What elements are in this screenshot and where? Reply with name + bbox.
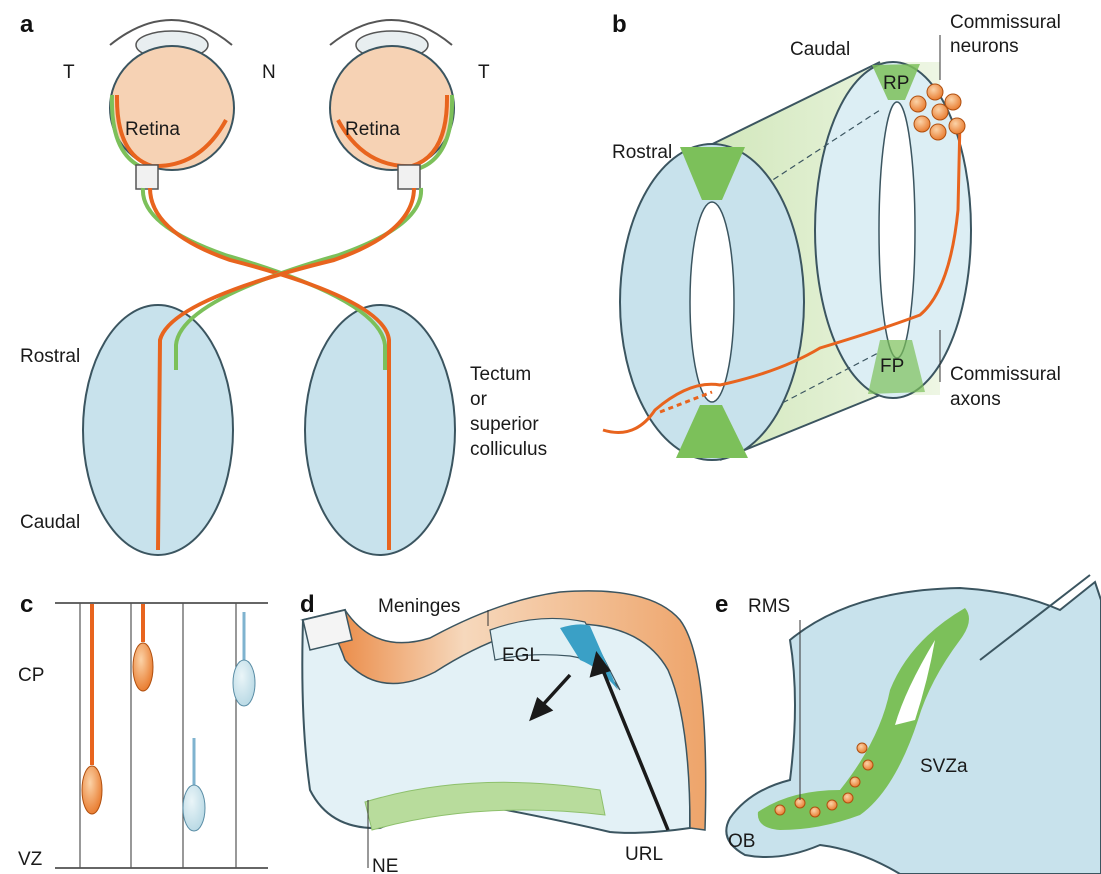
label-caudal-b: Caudal: [790, 39, 850, 60]
label-tectum-line4: colliculus: [470, 439, 547, 460]
label-caudal-a: Caudal: [20, 512, 80, 533]
label-cp: CP: [18, 665, 44, 686]
panel-b-letter: b: [612, 11, 627, 38]
migrating-neurons: [82, 604, 255, 831]
label-tectum-line1: Tectum: [470, 364, 531, 385]
label-nasal: N: [262, 62, 276, 83]
rostral-section: [620, 144, 804, 460]
left-eye: [110, 20, 234, 189]
label-temporal-left: T: [63, 62, 75, 83]
label-rostral-b: Rostral: [612, 142, 672, 163]
right-eye: [330, 20, 454, 189]
label-rms: RMS: [748, 596, 790, 617]
label-svza: SVZa: [920, 756, 968, 777]
label-axons-line2: axons: [950, 389, 1001, 410]
right-tectum: [305, 305, 455, 555]
label-retina-left: Retina: [125, 119, 180, 140]
panel-d: d Meninges EGL NE URL: [300, 591, 706, 874]
label-rp: RP: [883, 73, 909, 94]
label-neurons-line1: Commissural: [950, 12, 1061, 33]
label-temporal-right: T: [478, 62, 490, 83]
label-tectum-line3: superior: [470, 414, 539, 435]
label-tectum-line2: or: [470, 389, 488, 410]
panel-b: b: [603, 11, 1061, 460]
panel-d-letter: d: [300, 591, 315, 618]
panel-c-letter: c: [20, 591, 33, 618]
panel-e: e RMS SVZa OB: [715, 575, 1101, 874]
label-neurons-line2: neurons: [950, 36, 1019, 57]
panel-c: c CP VZ: [18, 591, 268, 870]
label-ne: NE: [372, 856, 398, 874]
label-retina-right: Retina: [345, 119, 400, 140]
panel-e-letter: e: [715, 591, 728, 618]
label-ob: OB: [728, 831, 755, 852]
panel-a: a T N T: [20, 11, 547, 555]
label-egl: EGL: [502, 645, 540, 666]
radial-glia: [80, 603, 236, 868]
label-vz: VZ: [18, 849, 43, 870]
panel-a-letter: a: [20, 11, 34, 38]
label-rostral-a: Rostral: [20, 346, 80, 367]
label-axons-line1: Commissural: [950, 364, 1061, 385]
label-fp: FP: [880, 356, 904, 377]
label-meninges: Meninges: [378, 596, 460, 617]
label-url: URL: [625, 844, 663, 865]
